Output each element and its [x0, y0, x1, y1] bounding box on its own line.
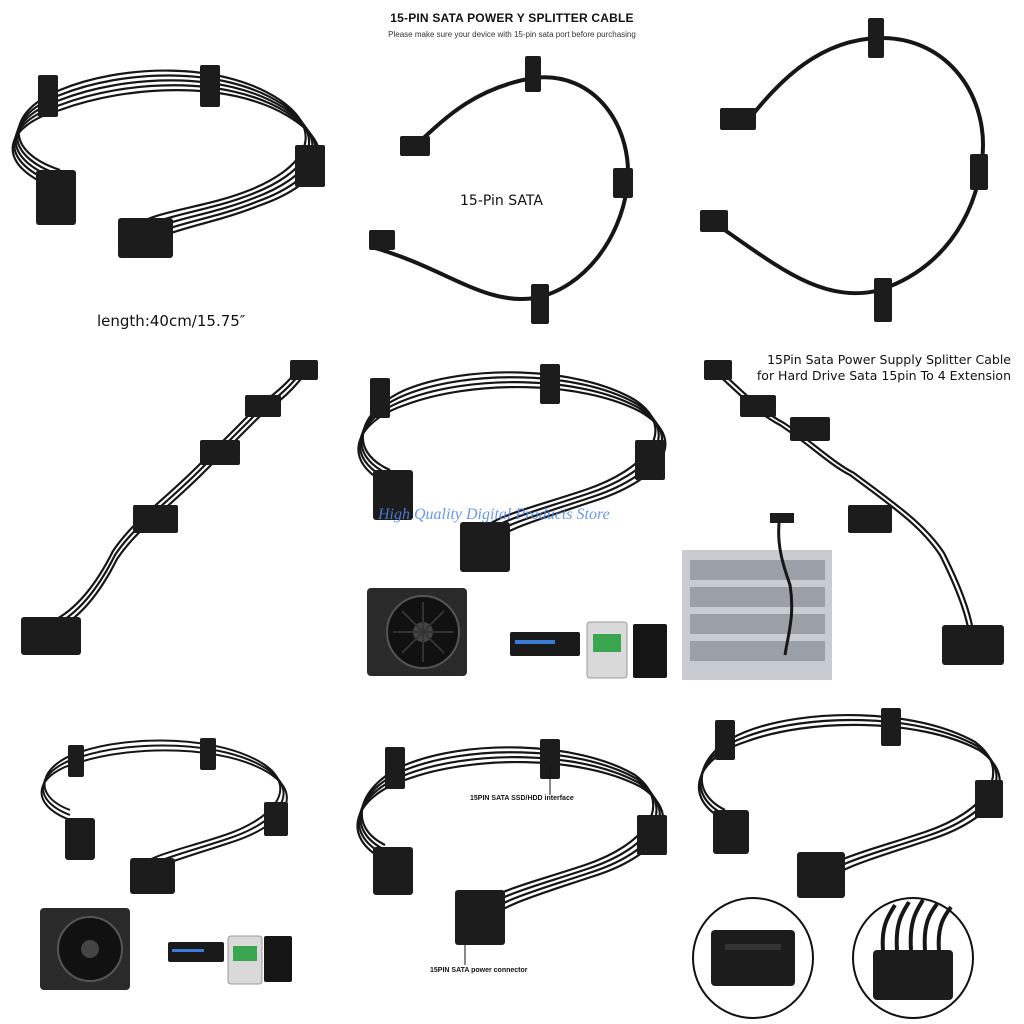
header-title: 15-PIN SATA POWER Y SPLITTER CABLE: [390, 11, 634, 25]
sata-connector: [370, 378, 390, 418]
sata-power-plug: [797, 852, 845, 898]
sata-power-plug: [700, 210, 728, 232]
sata-connector: [200, 738, 216, 770]
cable-bundle-image: [11, 65, 325, 258]
ssd-interface-label: 15PIN SATA SSD/HDD interface: [470, 795, 574, 802]
sata-power-plug: [118, 218, 173, 258]
optical-drive: [168, 942, 224, 962]
header-subtitle: Please make sure your device with 15-pin…: [388, 30, 636, 39]
cable-bundle-bottom-right: [685, 700, 1020, 1020]
cable-loop-top-center: [355, 48, 655, 338]
cable-bundle-image: [40, 738, 292, 990]
sata-connector: [531, 284, 549, 324]
sata-connector-end: [400, 136, 430, 156]
connector-type-label: 15-Pin SATA: [460, 193, 543, 209]
sata-connector: [740, 395, 776, 417]
cable-bundle-bottom-center: [345, 725, 680, 1015]
sata-power-plug: [369, 230, 395, 250]
ssd-drive: [264, 936, 292, 982]
zoom-connector-back: [852, 897, 974, 1019]
sata-power-plug: [460, 522, 510, 572]
sata-connector: [200, 440, 240, 465]
description-line-2: for Hard Drive Sata 15pin To 4 Extension: [756, 368, 1011, 383]
cable-loop-image: [700, 18, 988, 322]
sata-power-plug: [942, 625, 1004, 665]
splitter-description: 15Pin Sata Power Supply Splitter Cable f…: [757, 352, 1011, 384]
hard-drive: [227, 935, 263, 985]
sata-connector: [848, 505, 892, 533]
sata-connector-end: [290, 360, 318, 380]
sata-connector: [38, 75, 58, 117]
sata-connector: [790, 417, 830, 441]
cable-straight-mid-left: [15, 355, 335, 680]
power-supply-unit: [40, 908, 130, 990]
sata-connector: [540, 739, 560, 779]
cable-bundle-top-left: [0, 40, 340, 310]
sata-connector-end: [713, 810, 749, 854]
cable-straight-mid-right: [680, 355, 1020, 685]
sata-connector: [264, 802, 288, 836]
sata-connector: [874, 278, 892, 322]
cable-bundle-image: [692, 708, 1003, 1019]
cable-straight-image: [21, 360, 318, 655]
sata-connector-end: [36, 170, 76, 225]
sata-connector: [295, 145, 325, 187]
sata-power-plug: [130, 858, 175, 894]
cable-loop-image: [369, 56, 633, 324]
store-watermark: High Quality Digital Products Store: [378, 506, 610, 523]
cable-bundle-image: [357, 364, 667, 679]
hard-drive: [586, 621, 628, 679]
sata-connector: [635, 440, 665, 480]
power-connector-label: 15PIN SATA power connector: [430, 967, 528, 974]
sata-connector-end: [373, 470, 413, 520]
sata-connector: [385, 747, 405, 789]
sata-connector: [637, 815, 667, 855]
cable-length-label: length:40cm/15.75″: [97, 312, 246, 330]
sata-connector: [881, 708, 901, 746]
cable-bundle-mid-center: [345, 350, 680, 685]
cable-bundle-bottom-left: [20, 730, 340, 1015]
power-supply-unit: [367, 588, 467, 676]
sata-connector-end: [65, 818, 95, 860]
ssd-drive: [633, 624, 667, 678]
drive-bay-image: [682, 513, 832, 680]
cable-bundle-image: [356, 739, 667, 965]
description-line-1: 15Pin Sata Power Supply Splitter Cable: [767, 352, 1011, 367]
optical-drive: [510, 632, 580, 656]
sata-power-plug: [21, 617, 81, 655]
sata-connector: [200, 65, 220, 107]
sata-connector-end: [704, 360, 732, 380]
sata-connector-end: [720, 108, 756, 130]
sata-connector: [975, 780, 1003, 818]
sata-power-plug: [455, 890, 505, 945]
sata-connector-end: [373, 847, 413, 895]
zoom-connector-front: [692, 897, 814, 1019]
sata-connector: [715, 720, 735, 760]
cable-loop-top-right: [690, 10, 1010, 330]
sata-connector: [540, 364, 560, 404]
cable-straight-image: [682, 360, 1004, 680]
sata-connector: [613, 168, 633, 198]
sata-connector: [245, 395, 281, 417]
sata-connector: [68, 745, 84, 777]
sata-connector: [868, 18, 884, 58]
sata-connector: [525, 56, 541, 92]
sata-connector: [970, 154, 988, 190]
sata-connector: [133, 505, 178, 533]
